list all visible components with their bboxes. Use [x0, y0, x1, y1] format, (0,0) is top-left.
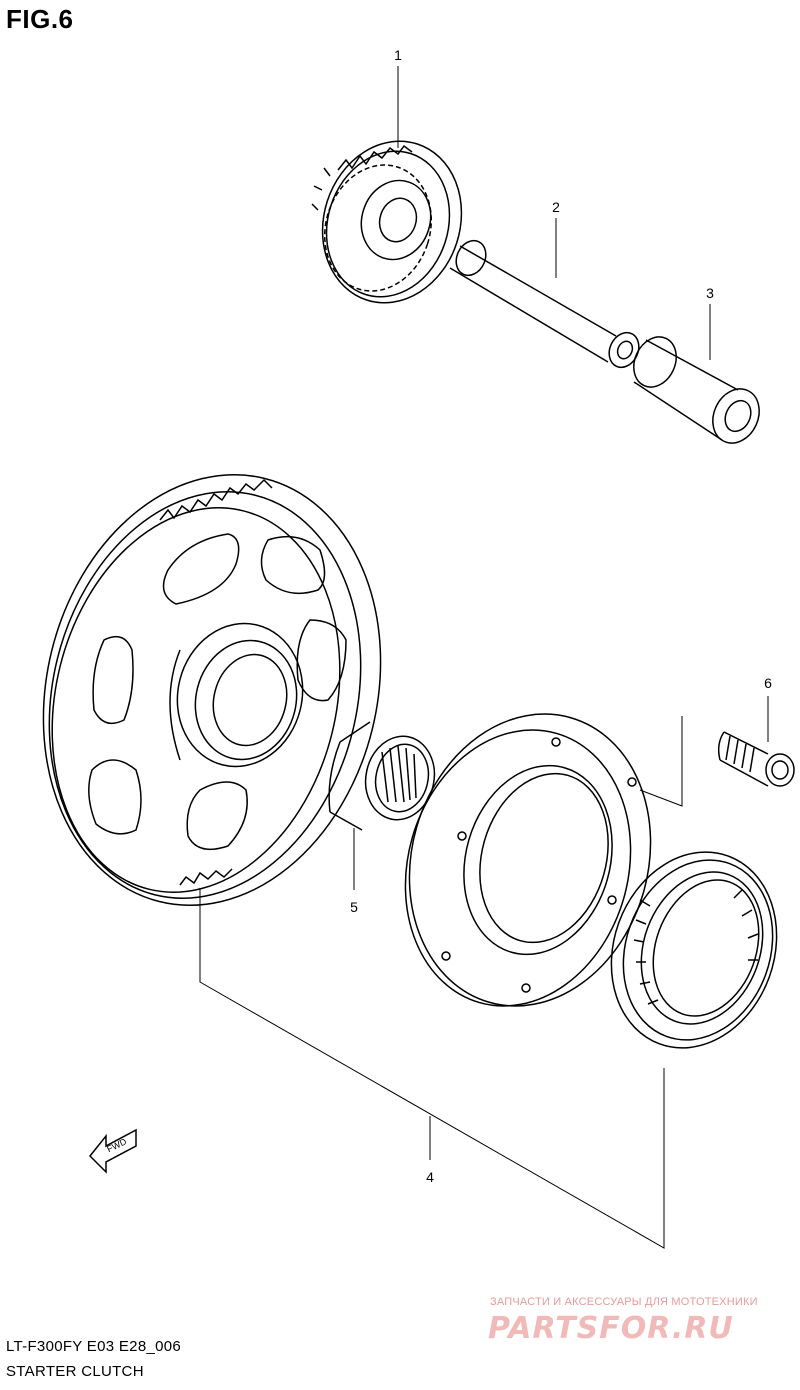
callout-4: 4: [426, 1169, 434, 1185]
starter-driven-gear-part-4: [42, 473, 382, 907]
bolt-part-6: [717, 731, 795, 787]
one-way-clutch-ring: [610, 851, 778, 1049]
callout-3: 3: [706, 285, 714, 301]
callout-6: 6: [764, 675, 772, 691]
callout-2: 2: [552, 199, 560, 215]
clutch-housing: [404, 713, 652, 1007]
watermark-logo: PARTSFOR.RU: [488, 1311, 734, 1346]
fwd-arrow-icon: [88, 1128, 137, 1174]
figure-title: FIG.6: [6, 4, 74, 34]
callout-1: 1: [394, 47, 402, 63]
assembly-name: STARTER CLUTCH: [6, 1363, 144, 1380]
callout-5: 5: [350, 899, 358, 915]
idler-shaft-part-2: [449, 239, 640, 369]
needle-bearing-part-5: [328, 721, 436, 831]
watermark-tagline: ЗАПЧАСТИ И АКСЕССУАРЫ ДЛЯ МОТОТЕХНИКИ: [490, 1296, 758, 1308]
model-code: LT-F300FY E03 E28_006: [6, 1338, 182, 1355]
idler-gear-part-1: [311, 140, 463, 304]
bushing-part-3: [633, 336, 760, 444]
